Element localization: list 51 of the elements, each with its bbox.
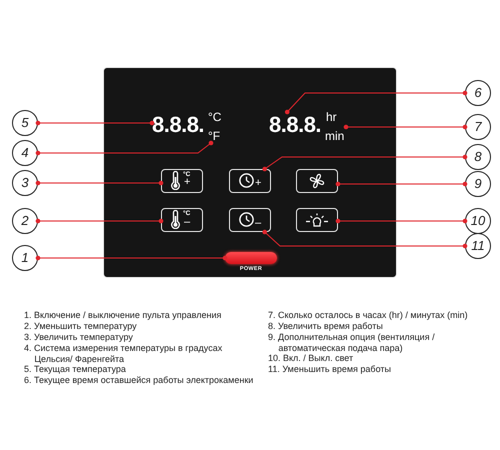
leader-line: [262, 154, 468, 172]
list-item: 9. Дополнительная опция (вентиляция / автоматическая подача пара): [268, 332, 436, 354]
leader-line: [36, 180, 164, 186]
list-item: 8. Увеличить время работы: [268, 321, 384, 332]
plus-sign: +: [184, 177, 190, 188]
plus-sign: +: [255, 178, 262, 189]
unit-label: °F: [208, 130, 220, 142]
list-item: 10. Вкл. / Выкл. свет: [268, 353, 354, 364]
callout-number: 9: [465, 171, 491, 197]
callout-number: 8: [465, 144, 491, 170]
callout-number: 11: [465, 233, 491, 259]
unit-label: hr: [326, 111, 337, 123]
light-button: [296, 208, 338, 232]
temperature-display: 8.8.8.: [152, 112, 204, 138]
list-item: 4. Система измерения температуры в градусах Цельсия/ Фаренгейта: [24, 343, 224, 364]
callout-number: 5: [12, 110, 38, 136]
fan-button: [296, 169, 338, 193]
timer-down-button: [229, 208, 271, 232]
leader-line: [344, 124, 468, 130]
list-item: 11. Уменьшить время работы: [268, 364, 392, 375]
leader-line: [262, 230, 468, 248]
unit-label: min: [325, 130, 344, 142]
callout-number: 3: [12, 170, 38, 196]
callout-number: 1: [12, 245, 38, 271]
list-item: 7. Сколько осталось в часах (hr) / минутах (min): [268, 310, 469, 321]
leader-line: [36, 140, 214, 156]
list-item: 3. Увеличить температуру: [24, 332, 134, 343]
list-item: 1. Включение / выключение пульта управления: [24, 310, 222, 321]
callout-number: 7: [465, 114, 491, 140]
unit-label: °C: [208, 111, 222, 123]
minus-sign: –: [184, 217, 190, 228]
leader-line: [36, 120, 154, 126]
list-item: 5. Текущая температура: [24, 364, 127, 375]
callout-number: 2: [12, 208, 38, 234]
callout-number: 6: [465, 80, 491, 106]
list-item: 6. Текущее время оставшейся работы электрокаменки: [24, 375, 254, 386]
temperature-down-button: [161, 208, 203, 232]
timer-display: 8.8.8.: [269, 112, 322, 138]
leader-line: [336, 182, 468, 186]
list-item: 2. Уменьшить температуру: [24, 321, 138, 332]
timer-up-button: [229, 169, 271, 193]
power-button: [225, 252, 277, 264]
control-panel: [103, 67, 397, 278]
temperature-up-button: [161, 169, 203, 193]
minus-sign: –: [255, 218, 262, 229]
callout-number: 10: [465, 208, 491, 234]
callout-number: 4: [12, 140, 38, 166]
leader-line: [36, 256, 228, 260]
leader-line: [336, 218, 468, 224]
leader-line: [284, 90, 468, 114]
leader-line: [36, 218, 164, 224]
